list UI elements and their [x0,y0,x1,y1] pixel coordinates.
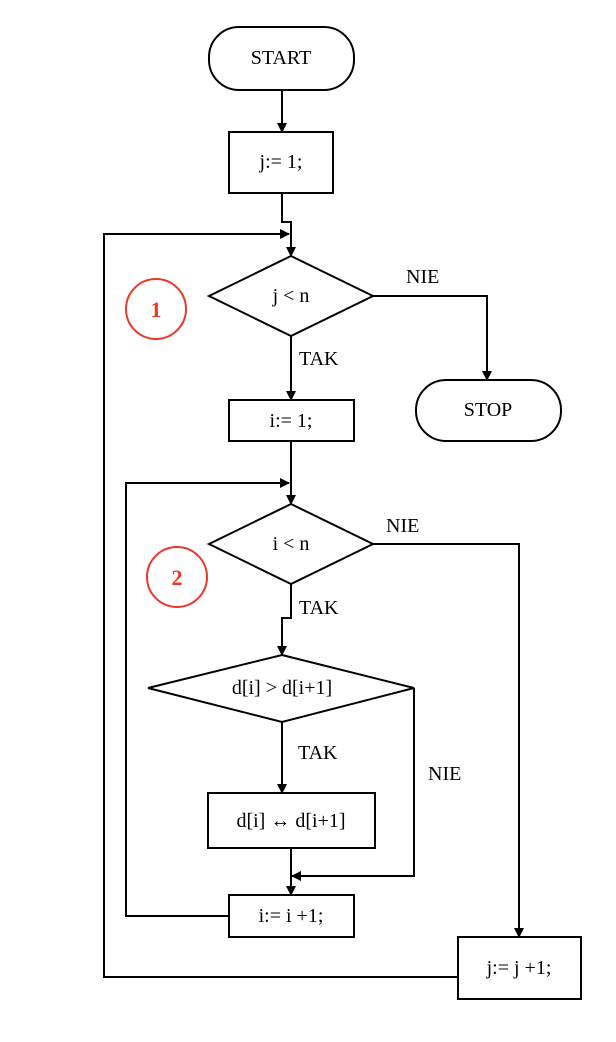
cond-i-label: i < n [273,533,310,555]
cond-swap-diamond: d[i] > d[i+1] [147,653,415,724]
init-j-label: j:= 1; [259,151,303,173]
swap-box: d[i] ↔ d[i+1] [207,792,376,849]
edge-cond-swap-no [291,688,415,881]
loop-marker-outer: 1 [125,278,187,340]
init-i-label: i:= 1; [270,410,313,432]
swap-label: d[i] ↔ d[i+1] [236,810,345,832]
edge-cond-j-no [373,295,492,381]
cond-j-label: j < n [272,285,310,307]
init-j-box: j:= 1; [228,131,334,194]
edge-cond-i-no [373,543,524,938]
cond-i-no-label: NIE [386,515,419,537]
cond-swap-yes-label: TAK [298,742,338,764]
cond-swap-no-label: NIE [428,763,461,785]
cond-j-diamond: j < n [206,254,376,338]
init-i-box: i:= 1; [228,399,355,442]
edge-outer-loop-back [103,229,458,978]
inc-i-box: i:= i +1; [228,894,355,938]
inc-i-label: i:= i +1; [259,905,324,927]
edge-cond-i-yes [277,584,292,656]
inc-j-box: j:= j +1; [457,936,582,1000]
stop-terminal: STOP [415,379,562,442]
loop-marker-outer-label: 1 [151,297,162,322]
cond-j-yes-label: TAK [299,348,339,370]
loop-marker-inner: 2 [146,546,208,608]
edge-init-j-to-cond-j [281,193,296,257]
cond-i-diamond: i < n [206,502,376,586]
edge-inner-loop-back [125,478,290,917]
loop-marker-inner-label: 2 [172,565,183,590]
start-label: START [251,47,312,69]
cond-j-no-label: NIE [406,266,439,288]
edges [103,90,524,978]
cond-swap-label: d[i] > d[i+1] [232,677,332,699]
inc-j-label: j:= j +1; [486,957,552,979]
stop-label: STOP [464,399,513,421]
cond-i-yes-label: TAK [299,597,339,619]
start-terminal: START [208,26,355,91]
